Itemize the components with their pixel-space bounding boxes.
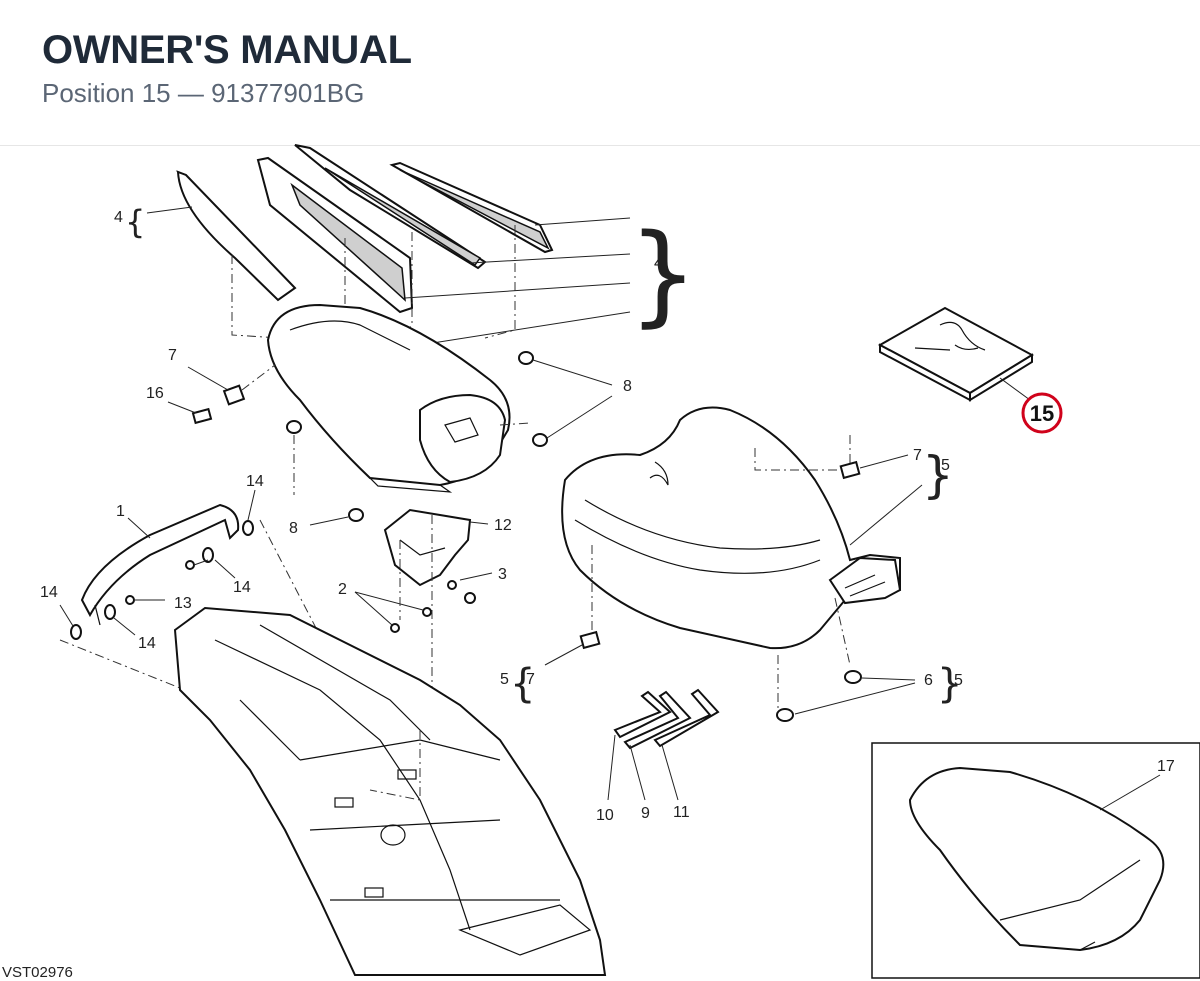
callout-2: 2 [338,581,347,598]
trim-strip-upper [294,144,487,270]
callout-11: 11 [673,804,690,821]
screw [422,607,432,617]
screw [125,595,165,605]
washer [104,604,116,620]
rubber-pad [776,708,794,722]
callout-1: 1 [116,503,125,520]
callout-5: 5 [500,671,509,688]
callout-14: 14 [138,635,156,652]
callout-5: 5 [941,457,950,474]
label-sticker [191,407,213,425]
washer [202,547,214,563]
rubber-pad [518,351,534,365]
page-title: OWNER'S MANUAL [42,28,412,72]
owners-manual-book [877,306,1035,402]
screw [390,623,400,633]
grab-handle [80,503,240,626]
callout-14: 14 [246,473,264,490]
allen-key [623,690,692,750]
callout-14: 14 [40,584,58,601]
washer [242,520,254,536]
callout-12: 12 [494,517,512,534]
clip [579,630,601,650]
washer [70,624,82,640]
seat-cowl [266,303,511,493]
clip [222,384,246,406]
svg-text:}: } [628,210,698,338]
drawing-code: VST02976 [2,964,73,981]
svg-text:}: } [922,446,954,504]
callout-4: 4 [654,255,663,272]
allen-key [653,688,720,748]
rubber-pad [844,670,862,684]
callout-10: 10 [596,807,614,824]
allen-key [613,690,672,739]
clip [839,460,861,480]
solo-seat-cover [908,766,1165,952]
rubber-pad [286,420,302,434]
highlight-label: 15 [1030,401,1054,426]
rider-seat [561,406,902,650]
page-subtitle: Position 15 — 91377901BG [42,78,365,108]
svg-text:{: { [125,203,145,241]
callout-17: 17 [1157,758,1175,775]
trim-strip-left [175,170,297,302]
screw [447,580,457,590]
callout-16: 16 [146,385,164,402]
callout-8: 8 [289,520,298,537]
highlight-callout [1021,392,1063,434]
callout-7: 7 [913,447,922,464]
screw [464,592,476,604]
bracket [383,508,472,587]
svg-text:}: } [937,661,962,707]
callout-13: 13 [174,595,192,612]
rubber-pad [532,433,548,447]
screw [185,559,209,570]
callout-6: 6 [924,672,933,689]
callout-14: 14 [233,579,251,596]
callout-8: 8 [623,378,632,395]
callout-9: 9 [641,805,650,822]
callout-5: 5 [954,672,963,689]
rear-subframe [173,606,607,976]
callout-7: 7 [526,671,535,688]
page-header: OWNER'S MANUAL Position 15 — 91377901BG [0,0,1200,146]
rubber-pad [348,508,364,522]
svg-text:{: { [510,661,535,707]
callout-3: 3 [498,566,507,583]
callout-4: 4 [114,209,123,226]
trim-strip-right [389,161,554,254]
callout-7: 7 [168,347,177,364]
